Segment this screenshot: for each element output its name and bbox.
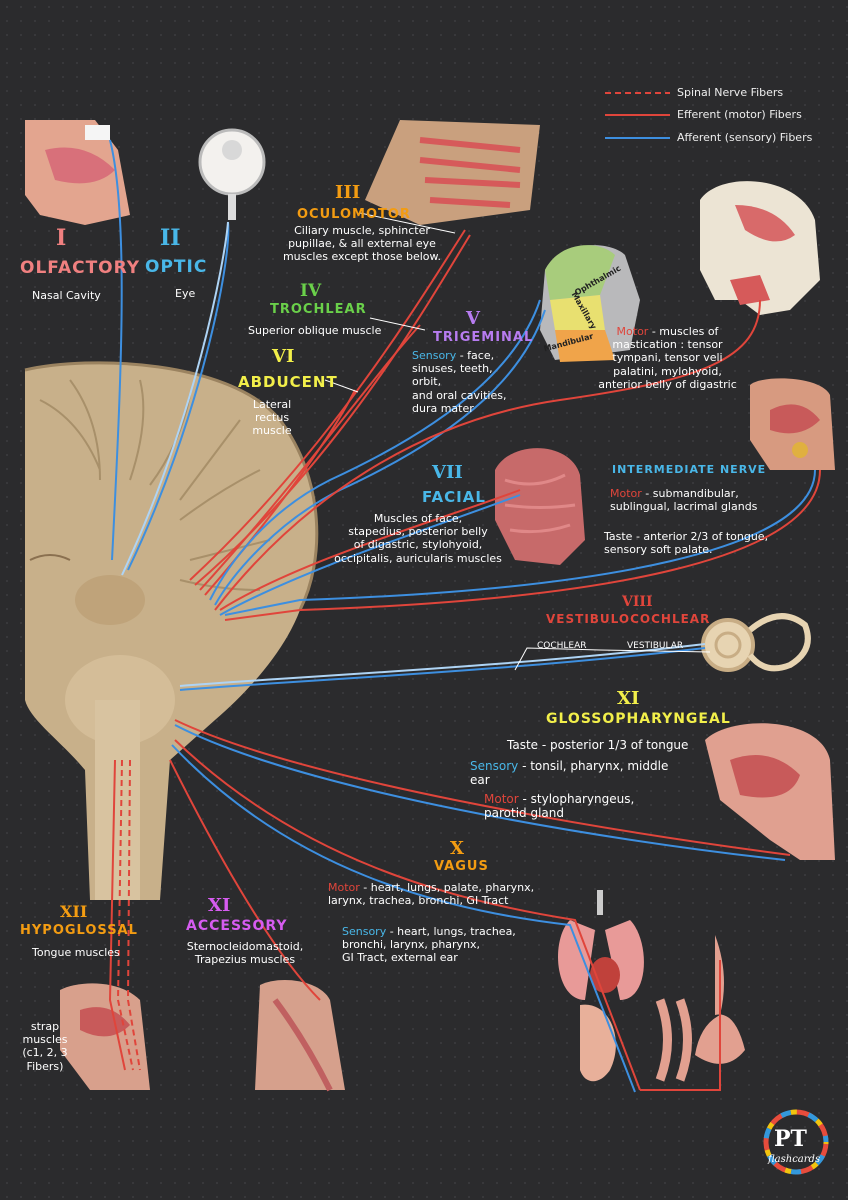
intermediate-motor: Motor - submandibular, sublingual, lacri… bbox=[610, 487, 810, 513]
hypoglossal-numeral: XII bbox=[60, 902, 87, 921]
trigeminal-motor-label: Motor bbox=[617, 325, 649, 338]
abducent-name: ABDUCENT bbox=[238, 373, 338, 391]
accessory-name: ACCESSORY bbox=[186, 918, 288, 935]
logo-sub: flashcards bbox=[768, 1154, 820, 1166]
dashed-line-icon bbox=[605, 91, 670, 95]
intermediate-motor-label: Motor bbox=[610, 487, 642, 500]
oculomotor-numeral: III bbox=[335, 182, 360, 204]
trigeminal-sensory-label: Sensory bbox=[412, 349, 456, 362]
legend-efferent-label: Efferent (motor) Fibers bbox=[677, 108, 802, 121]
inner-ear-illustration bbox=[703, 616, 808, 670]
vagus-name: VAGUS bbox=[434, 859, 489, 875]
brain-illustration bbox=[25, 363, 317, 900]
glossopharyngeal-sensory-label: Sensory bbox=[470, 759, 518, 773]
trigeminal-name: TRIGEMINAL bbox=[433, 330, 533, 346]
intermediate-taste: Taste - anterior 2/3 of tongue, sensory … bbox=[604, 530, 814, 556]
facial-numeral: VII bbox=[432, 462, 463, 484]
accessory-numeral: XI bbox=[208, 895, 230, 917]
vestibular-label: VESTIBULAR bbox=[627, 641, 683, 652]
vagus-sensory-label: Sensory bbox=[342, 925, 386, 938]
vestibulocochlear-name: VESTIBULOCOCHLEAR bbox=[546, 612, 710, 626]
intermediate-name: INTERMEDIATE NERVE bbox=[612, 463, 766, 476]
legend-spinal-label: Spinal Nerve Fibers bbox=[677, 86, 783, 99]
pharynx-illustration bbox=[705, 723, 835, 860]
cochlear-label: COCHLEAR bbox=[537, 641, 587, 652]
optic-numeral: II bbox=[160, 225, 181, 251]
glossopharyngeal-numeral: XI bbox=[617, 688, 639, 710]
olfactory-numeral: I bbox=[56, 225, 66, 251]
trigeminal-numeral: V bbox=[466, 308, 480, 330]
eye-illustration bbox=[200, 130, 264, 220]
vagus-numeral: X bbox=[450, 838, 464, 860]
facial-name: FACIAL bbox=[422, 488, 486, 506]
oculomotor-desc: Ciliary muscle, sphincter pupillae, & al… bbox=[262, 224, 462, 264]
strap-muscles-label: strap muscles (c1, 2, 3 Fibers) bbox=[10, 1020, 80, 1073]
oral-cavity-illustration bbox=[750, 378, 835, 470]
trochlear-name: TROCHLEAR bbox=[270, 302, 367, 318]
logo-main: PT bbox=[774, 1126, 807, 1152]
vagus-motor-label: Motor bbox=[328, 881, 360, 894]
pt-flashcards-logo: PT flashcards bbox=[752, 1098, 840, 1188]
vagus-sensory: Sensory - heart, lungs, trachea, bronchi… bbox=[342, 925, 552, 965]
hypoglossal-name: HYPOGLOSSAL bbox=[20, 923, 138, 939]
glossopharyngeal-taste: Taste - posterior 1/3 of tongue bbox=[507, 738, 688, 752]
olfactory-desc: Nasal Cavity bbox=[32, 289, 101, 302]
neck-illustration bbox=[255, 980, 345, 1090]
glossopharyngeal-motor-label: Motor bbox=[484, 792, 519, 806]
abducent-numeral: VI bbox=[272, 346, 294, 368]
trochlear-numeral: IV bbox=[300, 281, 321, 301]
trigeminal-sensory: Sensory - face, sinuses, teeth, orbit, a… bbox=[412, 349, 520, 415]
accessory-desc: Sternocleidomastoid, Trapezius muscles bbox=[165, 940, 325, 966]
hypoglossal-desc: Tongue muscles bbox=[32, 946, 120, 959]
glossopharyngeal-motor: Motor - stylopharyngeus, parotid gland bbox=[484, 792, 684, 821]
vagus-motor: Motor - heart, lungs, palate, pharynx, l… bbox=[328, 881, 558, 907]
abducent-desc: Lateral rectus muscle bbox=[237, 398, 307, 438]
red-line-icon bbox=[605, 113, 670, 117]
skull-illustration bbox=[700, 181, 820, 315]
optic-desc: Eye bbox=[175, 287, 195, 300]
blue-line-icon bbox=[605, 136, 670, 140]
facial-desc: Muscles of face, stapedius, posterior be… bbox=[318, 512, 518, 565]
olfactory-name: OLFACTORY bbox=[20, 258, 140, 278]
glossopharyngeal-name: GLOSSOPHARYNGEAL bbox=[546, 711, 731, 728]
optic-name: OPTIC bbox=[145, 257, 207, 277]
nasal-cavity-illustration bbox=[25, 120, 130, 225]
trochlear-desc: Superior oblique muscle bbox=[248, 324, 381, 337]
vestibulocochlear-numeral: VIII bbox=[622, 594, 653, 611]
lungs-heart-illustration bbox=[558, 890, 644, 1000]
legend-afferent-label: Afferent (sensory) Fibers bbox=[677, 131, 812, 144]
oculomotor-name: OCULOMOTOR bbox=[297, 207, 411, 223]
glossopharyngeal-sensory: Sensory - tonsil, pharynx, middle ear bbox=[470, 759, 710, 788]
